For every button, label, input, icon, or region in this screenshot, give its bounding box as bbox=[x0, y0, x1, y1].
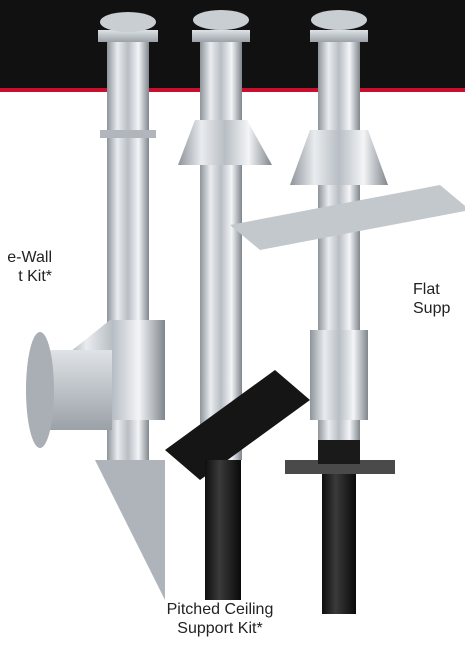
label-left-line1: e-Wall bbox=[7, 249, 52, 266]
label-right-line2: Supp bbox=[413, 300, 451, 317]
pitched-kit-cap-ring bbox=[192, 30, 250, 42]
pitched-kit-storm-collar bbox=[178, 120, 272, 165]
flat-kit-roof-flashing bbox=[230, 185, 465, 250]
pitched-kit-flashing bbox=[165, 370, 310, 480]
wall-kit-bracket bbox=[95, 460, 165, 600]
label-center-line1: Pitched Ceiling bbox=[166, 601, 274, 618]
wall-support-kit bbox=[26, 12, 165, 600]
pitched-ceiling-kit bbox=[165, 10, 310, 600]
label-wall-support-kit: e-Wall t Kit* bbox=[0, 248, 52, 286]
pitched-kit-black-pipe bbox=[205, 460, 241, 600]
flat-ceiling-kit bbox=[230, 10, 465, 614]
flat-kit-trim-plate bbox=[285, 460, 395, 474]
wall-kit-cap bbox=[100, 12, 156, 32]
label-left-line2: t Kit* bbox=[18, 268, 52, 285]
label-pitched-ceiling-kit: Pitched Ceiling Support Kit* bbox=[150, 600, 290, 638]
flat-kit-storm-collar bbox=[290, 130, 388, 185]
flat-kit-support-box bbox=[310, 330, 368, 420]
wall-kit-tee bbox=[60, 320, 165, 420]
pitched-kit-pipe bbox=[200, 40, 242, 460]
flat-kit-black-pipe bbox=[322, 474, 356, 614]
flat-kit-adapter bbox=[318, 440, 360, 464]
label-right-line1: Flat bbox=[413, 281, 440, 298]
wall-kit-band bbox=[100, 130, 156, 138]
label-center-line2: Support Kit* bbox=[177, 620, 263, 637]
pitched-kit-cap bbox=[193, 10, 249, 30]
label-flat-ceiling-kit: Flat Supp bbox=[413, 280, 450, 318]
wall-kit-cap-ring bbox=[98, 30, 158, 42]
flat-kit-cap bbox=[311, 10, 367, 30]
wall-kit-wall-plate bbox=[26, 332, 54, 448]
flat-kit-cap-ring bbox=[310, 30, 368, 42]
